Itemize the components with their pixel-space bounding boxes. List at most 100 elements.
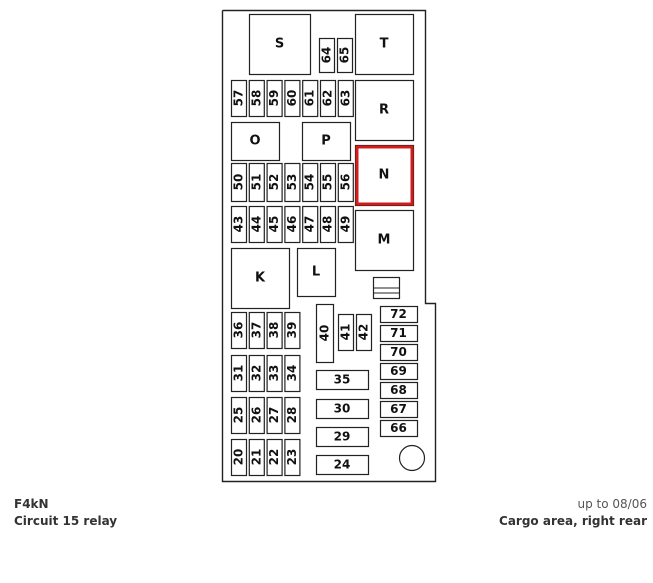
svg-text:44: 44 (249, 216, 263, 233)
validity-note: up to 08/06 (577, 497, 647, 511)
svg-text:N: N (379, 168, 390, 183)
fuse-51: 51 (248, 162, 265, 203)
relay-o: O (230, 121, 281, 162)
fuse-67: 67 (379, 400, 419, 419)
svg-text:M: M (378, 233, 391, 248)
relay-m: M (354, 209, 415, 272)
fuse-29: 29 (315, 426, 370, 448)
relay-p: P (301, 121, 352, 162)
svg-text:L: L (312, 265, 320, 280)
svg-text:57: 57 (232, 90, 246, 107)
svg-text:71: 71 (390, 326, 407, 340)
svg-text:59: 59 (267, 90, 281, 107)
relay-s: S (248, 13, 312, 76)
svg-text:P: P (321, 134, 331, 149)
fuse-22: 22 (266, 438, 283, 477)
svg-text:42: 42 (357, 324, 371, 341)
fuse-58: 58 (248, 79, 265, 118)
svg-text:24: 24 (334, 458, 351, 472)
fuse-69: 69 (379, 362, 419, 381)
fuse-34: 34 (284, 354, 301, 393)
svg-text:60: 60 (285, 90, 299, 107)
fuse-28: 28 (284, 396, 301, 435)
fuse-56: 56 (337, 162, 354, 203)
fuse-55: 55 (319, 162, 337, 203)
fuse-59: 59 (266, 79, 283, 118)
svg-text:48: 48 (321, 216, 335, 233)
fuse-68: 68 (379, 381, 419, 400)
relay-n: N (354, 144, 415, 207)
svg-text:T: T (380, 37, 389, 52)
svg-text:37: 37 (249, 322, 263, 339)
svg-text:72: 72 (390, 307, 407, 321)
fuse-63: 63 (337, 79, 354, 118)
fuse-32: 32 (248, 354, 265, 393)
fuse-62: 62 (319, 79, 337, 118)
fuse-31: 31 (230, 354, 248, 393)
fuse-52: 52 (266, 162, 283, 203)
svg-text:32: 32 (249, 365, 263, 382)
svg-text:66: 66 (390, 421, 407, 435)
fuse-50: 50 (230, 162, 248, 203)
fuse-70: 70 (379, 343, 419, 362)
fuse-27: 27 (266, 396, 283, 435)
fuse-46: 46 (284, 205, 301, 244)
svg-text:36: 36 (232, 322, 246, 339)
fuse-48: 48 (319, 205, 337, 244)
svg-text:R: R (379, 103, 389, 118)
svg-text:39: 39 (285, 322, 299, 339)
fuse-23: 23 (284, 438, 301, 477)
svg-text:53: 53 (285, 174, 299, 191)
component-description: Circuit 15 relay (14, 514, 118, 528)
fuse-41: 41 (337, 313, 355, 352)
svg-text:33: 33 (267, 365, 281, 382)
svg-text:26: 26 (249, 407, 263, 424)
relay-t: T (354, 13, 415, 76)
svg-text:45: 45 (267, 216, 281, 233)
fuse-66: 66 (379, 419, 419, 438)
fuse-71: 71 (379, 324, 419, 343)
relay-k: K (230, 247, 291, 310)
svg-text:64: 64 (320, 47, 334, 64)
connector-icon (372, 276, 401, 300)
svg-text:25: 25 (232, 407, 246, 424)
svg-text:51: 51 (249, 174, 263, 191)
fuse-35: 35 (315, 369, 370, 391)
svg-text:23: 23 (285, 449, 299, 466)
location-note: Cargo area, right rear (499, 514, 647, 528)
fuse-61: 61 (302, 79, 319, 118)
svg-text:21: 21 (249, 449, 263, 466)
svg-text:27: 27 (267, 407, 281, 424)
mounting-hole (398, 444, 426, 472)
fuse-20: 20 (230, 438, 248, 477)
svg-text:30: 30 (334, 402, 351, 416)
svg-text:38: 38 (267, 322, 281, 339)
svg-text:52: 52 (267, 174, 281, 191)
svg-text:28: 28 (285, 407, 299, 424)
fuse-44: 44 (248, 205, 265, 244)
svg-text:63: 63 (338, 90, 352, 107)
svg-text:O: O (249, 134, 260, 149)
svg-text:35: 35 (334, 373, 351, 387)
fuse-25: 25 (230, 396, 248, 435)
fuse-26: 26 (248, 396, 265, 435)
fuse-45: 45 (266, 205, 283, 244)
fuse-49: 49 (337, 205, 354, 244)
fuse-30: 30 (315, 398, 370, 420)
fuse-43: 43 (230, 205, 248, 244)
fuse-65: 65 (336, 37, 354, 74)
svg-text:43: 43 (232, 216, 246, 233)
svg-text:31: 31 (232, 365, 246, 382)
svg-text:20: 20 (232, 449, 246, 466)
fuse-72: 72 (379, 305, 419, 324)
svg-text:47: 47 (303, 216, 317, 233)
relay-l: L (296, 247, 337, 298)
svg-text:K: K (255, 271, 266, 286)
fuse-40: 40 (315, 303, 335, 364)
fuse-33: 33 (266, 354, 283, 393)
svg-text:69: 69 (390, 364, 407, 378)
svg-text:46: 46 (285, 216, 299, 233)
fuse-21: 21 (248, 438, 265, 477)
svg-text:22: 22 (267, 449, 281, 466)
